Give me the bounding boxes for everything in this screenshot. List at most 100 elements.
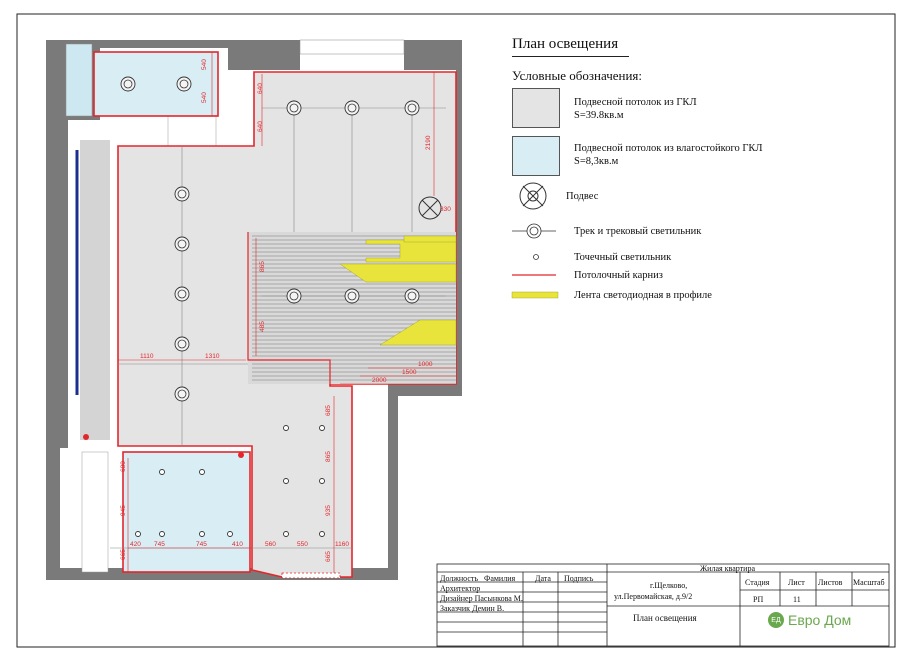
spot-light (319, 425, 325, 431)
legend-pendant-label: Подвес (566, 191, 599, 202)
stamp-address-line2: ул.Первомайская, д.9/2 (614, 592, 693, 601)
stamp-h-sign: Подпись (564, 574, 594, 583)
stamp-architect: Архитектор (440, 584, 481, 593)
dim-485: 485 (259, 321, 266, 332)
legend-spot-label: Точечный светильник (574, 252, 672, 263)
legend-track-label: Трек и трековый светильник (574, 226, 702, 237)
dim-935: 935 (325, 505, 332, 516)
spot-light (159, 531, 165, 537)
dim-1310: 1310 (205, 353, 220, 360)
stamp-h-sheets: Листов (818, 578, 843, 587)
legend-wet-swatch (512, 136, 560, 176)
dim-2190: 2190 (425, 135, 432, 150)
spot-lights (135, 425, 325, 537)
spot-light (135, 531, 141, 537)
dim-680: 680 (120, 461, 127, 472)
track-light-inner (179, 79, 189, 89)
legend-wet-line2: S=8,3кв.м (574, 156, 619, 167)
title-underline (512, 56, 629, 57)
track-light (176, 76, 192, 92)
spot-light (199, 531, 205, 537)
spot-light (227, 531, 233, 537)
dimension-lines (118, 52, 456, 574)
logo-text: Евро Дом (788, 612, 852, 628)
spot-light (283, 531, 289, 537)
track-light (174, 186, 190, 202)
legend-symbols (511, 182, 559, 299)
spot-light (319, 531, 325, 537)
red-marker-bath (238, 452, 244, 458)
track-light-inner (177, 389, 187, 399)
legend-gkl-swatch (512, 88, 560, 128)
dim-745a: 745 (154, 541, 165, 548)
dim-685: 685 (325, 405, 332, 416)
stamp-drawing-name: План освещения (633, 613, 697, 623)
legend-track-symbol (512, 223, 556, 239)
stamp-h-sheet: Лист (788, 578, 805, 587)
stamp-h-name: Фамилия (484, 574, 516, 583)
spot-light (319, 478, 325, 484)
legend-heading: Условные обозначения: (512, 68, 643, 83)
dim-665b: 665 (120, 549, 127, 560)
red-marker-left (83, 434, 89, 440)
sheet-frame (16, 13, 896, 648)
dim-745b: 745 (196, 541, 207, 548)
legend-wet-line1: Подвесной потолок из влагостойкого ГКЛ (574, 143, 763, 154)
dim-420: 420 (130, 541, 141, 548)
track-light (120, 76, 136, 92)
spot-light (283, 425, 289, 431)
page-title: План освещения (512, 36, 619, 52)
stamp-h-role: Должность (440, 574, 479, 583)
dim-330: 330 (440, 206, 451, 213)
dim-1000: 1000 (418, 361, 433, 368)
window-top (299, 39, 405, 55)
track-light-inner (177, 339, 187, 349)
track-light (404, 288, 420, 304)
partition-opening (167, 115, 217, 147)
legend-gkl-line1: Подвесной потолок из ГКЛ (574, 97, 697, 108)
bath-niche (81, 451, 109, 573)
wardrobe-niche (80, 140, 110, 440)
stamp-h-stage: Стадия (745, 578, 770, 587)
pendant-light (418, 196, 442, 220)
window-left (65, 43, 93, 117)
track-light-inner (347, 103, 357, 113)
dim-640a: 640 (257, 83, 264, 94)
legend-cornice-label: Потолочный карниз (574, 270, 663, 281)
legend-led-label: Лента светодиодная в профиле (574, 290, 712, 301)
stamp-h-scale: Масштаб (853, 578, 885, 587)
track-light-inner (177, 289, 187, 299)
spot-light (159, 469, 165, 475)
dim-540a: 540 (201, 59, 208, 70)
stamp-project: Жилая квартира (700, 564, 756, 573)
dim-560: 560 (265, 541, 276, 548)
track-light (174, 236, 190, 252)
track-lights (120, 76, 420, 402)
stamp-h-date: Дата (535, 574, 551, 583)
led-strips (339, 235, 457, 346)
track-light (344, 100, 360, 116)
legend-pendant-symbol (519, 182, 547, 210)
title-block (436, 563, 890, 647)
dim-1110: 1110 (140, 353, 154, 360)
dim-410: 410 (232, 541, 243, 548)
dim-2000: 2000 (372, 377, 387, 384)
stamp-sheet: 11 (793, 595, 801, 604)
spot-light (199, 469, 205, 475)
stamp-stage: РП (753, 595, 764, 604)
dim-665a: 665 (325, 551, 332, 562)
stamp-address-line1: г.Щелково, (650, 581, 688, 590)
track-light (344, 288, 360, 304)
legend-gkl-label: Подвесной потолок из ГКЛ S=39.8кв.м (574, 96, 697, 122)
track-light-inner (123, 79, 133, 89)
dim-1500: 1500 (402, 369, 417, 376)
track-light (404, 100, 420, 116)
legend-gkl-line2: S=39.8кв.м (574, 110, 624, 121)
track-light (174, 286, 190, 302)
dim-640b: 640 (257, 121, 264, 132)
dim-1160: 1160 (335, 541, 349, 548)
track-light-inner (407, 291, 417, 301)
dim-540b: 540 (201, 92, 208, 103)
dim-865a: 865 (259, 261, 266, 272)
